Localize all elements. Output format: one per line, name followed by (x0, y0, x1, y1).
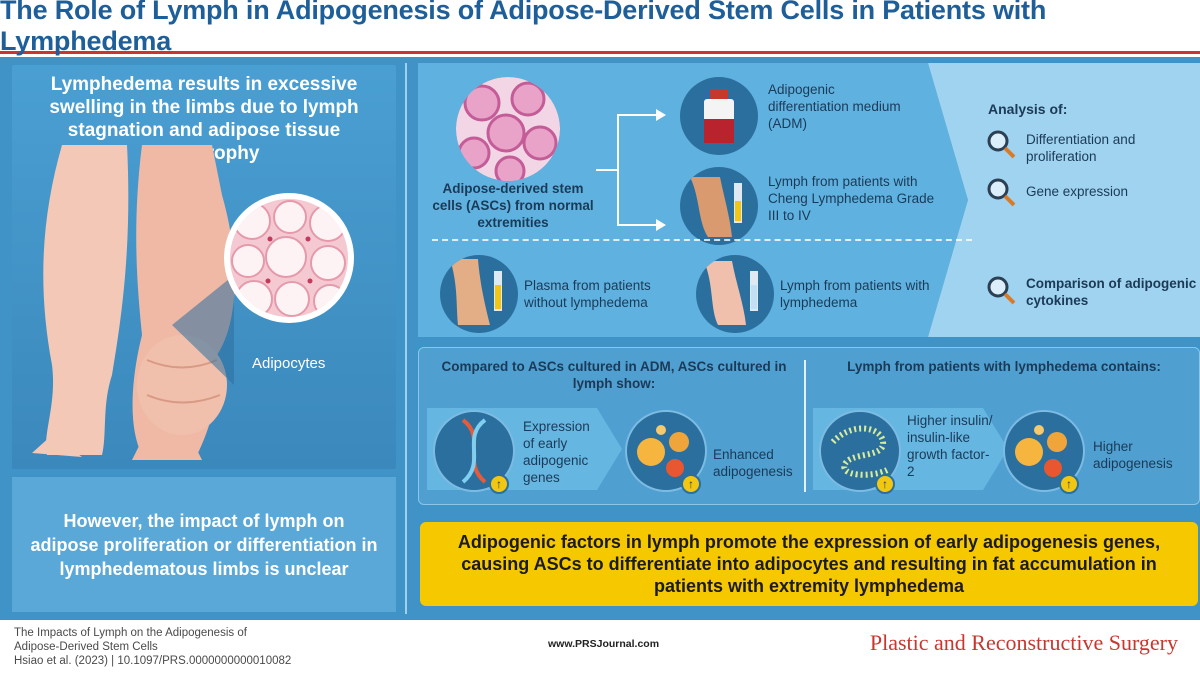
up-arrow-icon: ↑ (681, 474, 701, 494)
analysis-item-gene-expression: Gene expression (1026, 184, 1129, 199)
lymph-patients-label: Lymph from patients with lymphedema (780, 278, 930, 310)
citation-line-3: Hsiao et al. (2023) | 10.1097/PRS.000000… (14, 655, 292, 667)
lymph-cheng-label: Lymph from patients with Cheng Lymphedem… (768, 174, 935, 223)
magnifier-icon (987, 276, 1016, 305)
title-bar: The Role of Lymph in Adipogenesis of Adi… (0, 0, 1200, 56)
lymph-leg-syringe-icon (680, 167, 758, 245)
up-arrow-icon: ↑ (489, 474, 509, 494)
asc-label: Adipose-derived stem cells (ASCs) from n… (432, 181, 594, 230)
findings-right-heading: Lymph from patients with lymphedema cont… (847, 359, 1161, 374)
magnifier-icon (987, 178, 1016, 207)
footer: The Impacts of Lymph on the Adipogenesis… (0, 620, 1200, 675)
comparison-label: Comparison of adipogenic cytokines (1026, 276, 1197, 308)
up-arrow-icon: ↑ (1059, 474, 1079, 494)
unclear-impact-box: However, the impact of lymph on adipose … (12, 477, 396, 612)
finding-insulin-igf2: Higher insulin/ insulin-like growth fact… (907, 413, 993, 479)
citation: The Impacts of Lymph on the Adipogenesis… (14, 626, 291, 668)
finding-higher-adipogenesis: Higher adipogenesis (1093, 439, 1173, 471)
plasma-label: Plasma from patients without lymphedema (524, 278, 651, 310)
medium-bottle-icon (680, 77, 758, 155)
conclusion-text: Adipogenic factors in lymph promote the … (457, 532, 1161, 596)
up-arrow-icon: ↑ (875, 474, 895, 494)
analysis-title: Analysis of: (988, 101, 1068, 117)
unclear-impact-text: However, the impact of lymph on adipose … (30, 510, 378, 579)
citation-line-2: Adipose-Derived Stem Cells (14, 641, 158, 653)
adipocytes-zoom-circle (224, 193, 354, 323)
adipocytes-tissue-icon (230, 199, 348, 317)
analysis-item-differentiation: Differentiation and proliferation (1026, 132, 1136, 164)
journal-url[interactable]: www.PRSJournal.com (548, 638, 660, 650)
lymphedema-panel: Lymphedema results in excessive swelling… (12, 65, 396, 469)
stem-cells-icon (456, 77, 560, 181)
adipocytes-label: Adipocytes (252, 355, 326, 372)
finding-early-genes: Expression of early adipogenic genes (523, 419, 590, 485)
findings-separator (804, 360, 806, 492)
findings-panel: Compared to ASCs cultured in ADM, ASCs c… (418, 347, 1200, 505)
finding-enhanced-adipogenesis: Enhanced adipogenesis (713, 447, 793, 479)
branch-arrows (596, 109, 666, 231)
page-title: The Role of Lymph in Adipogenesis of Adi… (0, 0, 1047, 56)
main-panel: Lymphedema results in excessive swelling… (0, 57, 1200, 620)
findings-left-heading: Compared to ASCs cultured in ADM, ASCs c… (441, 359, 787, 391)
conclusion-box: Adipogenic factors in lymph promote the … (420, 522, 1198, 606)
journal-brand-logo: Plastic and Reconstructive Surgery (869, 630, 1178, 655)
citation-line-1: The Impacts of Lymph on the Adipogenesis… (14, 627, 247, 639)
legs-illustration (32, 145, 235, 460)
lymph-leg-syringe-icon (696, 255, 774, 333)
dna-icon (433, 410, 515, 492)
dashed-separator (432, 239, 972, 241)
vertical-divider (405, 63, 407, 614)
adm-label: Adipogenic differentiation medium (ADM) (768, 82, 901, 131)
magnifier-icon (987, 130, 1016, 159)
method-panel: Adipose-derived stem cells (ASCs) from n… (418, 63, 1200, 337)
plasma-foot-syringe-icon (440, 255, 518, 333)
